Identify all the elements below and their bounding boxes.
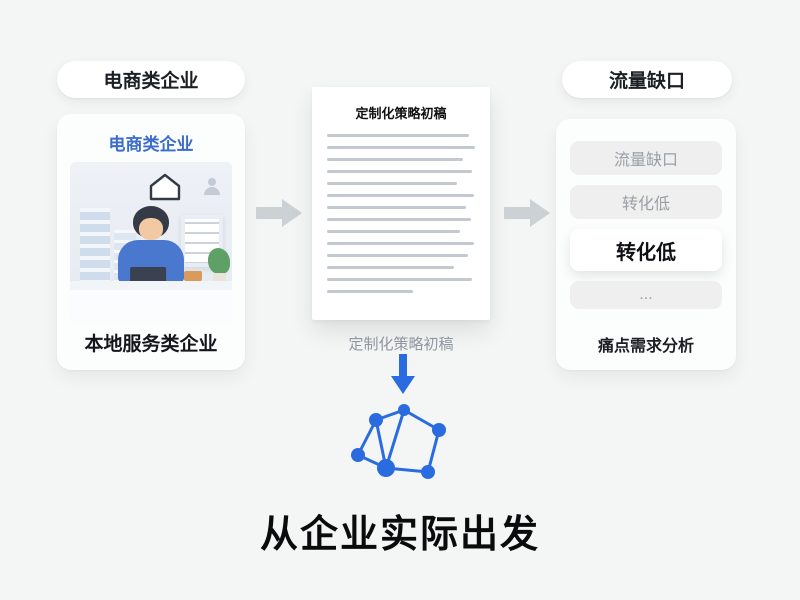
enterprise-card-title: 电商类企业 [108,135,194,154]
pain-point-label: 转化低 [621,196,670,213]
pain-point-item: 转化低 [570,185,722,219]
building-shape [80,208,110,284]
arrow-down-icon [391,354,415,394]
traffic-gap-pill-label: 流量缺口 [608,71,685,92]
pain-point-label: 流量缺口 [613,152,678,169]
ecommerce-pill: 电商类企业 [57,61,245,98]
books-shape [184,271,202,281]
plant-icon [208,248,230,274]
laptop-icon [130,267,167,282]
pain-point-card: 流量缺口 转化低 转化低 ... 痛点需求分析 [556,119,736,370]
strategy-document: 定制化策略初稿 [312,87,490,320]
ecommerce-pill-label: 电商类企业 [103,71,199,92]
pain-point-label: 转化低 [616,241,676,264]
page-headline: 从企业实际出发 [259,514,540,556]
person-icon [204,178,220,195]
enterprise-card: 电商类企业 本地服务类企业 [57,114,245,370]
pain-point-item: 流量缺口 [570,141,722,175]
person-at-desk-illustration [70,162,232,322]
pain-point-list: 流量缺口 转化低 转化低 ... [570,141,722,319]
pain-point-card-caption: 痛点需求分析 [597,338,694,355]
traffic-gap-pill: 流量缺口 [562,61,732,98]
network-graph-icon [351,404,446,479]
arrow-right-icon [504,199,550,227]
person-face-shape [139,218,163,240]
pain-point-item-selected: 转化低 [570,229,722,271]
pain-point-item-more: ... [570,281,722,309]
desk-front-shape [70,290,232,322]
arrow-right-icon [256,199,302,227]
house-icon [149,173,181,201]
strategy-document-title: 定制化策略初稿 [355,106,447,121]
document-text-lines [327,134,475,293]
ellipsis-label: ... [639,286,653,303]
desk-shape [70,281,232,290]
strategy-document-caption: 定制化策略初稿 [348,336,454,353]
local-service-label: 本地服务类企业 [84,334,218,355]
